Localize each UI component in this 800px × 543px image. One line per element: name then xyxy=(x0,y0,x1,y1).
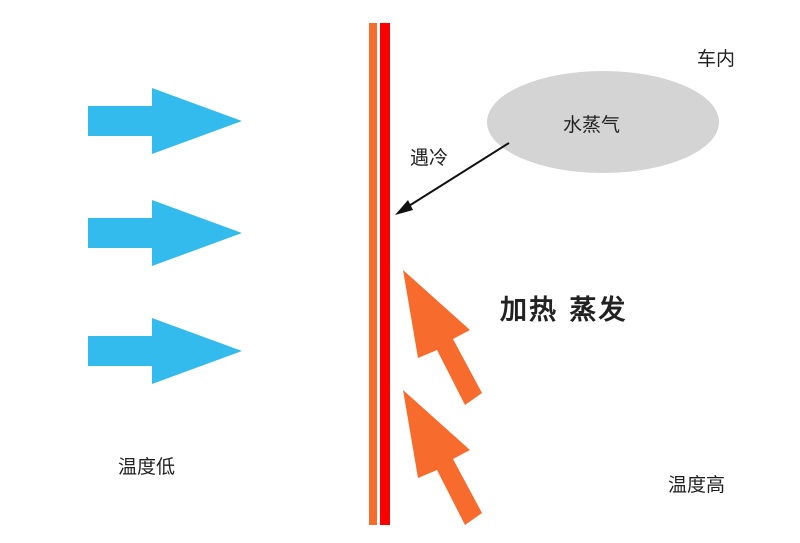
low-temperature-label: 温度低 xyxy=(118,456,176,478)
heat-arrow-icon xyxy=(403,270,482,405)
heat-evaporate-label: 加热 蒸发 xyxy=(500,295,628,326)
glass-outer-layer xyxy=(369,23,377,525)
cold-arrow-icon xyxy=(88,318,242,384)
water-vapor-label: 水蒸气 xyxy=(563,114,621,136)
window-glass xyxy=(369,23,390,525)
heat-arrow-icon xyxy=(403,390,482,525)
cold-arrow-icon xyxy=(88,88,242,154)
cold-arrow-icon xyxy=(88,200,242,266)
glass-inner-layer xyxy=(380,23,390,525)
high-temperature-label: 温度高 xyxy=(668,474,726,496)
meets-cold-label: 遇冷 xyxy=(410,147,449,169)
heat-arrows xyxy=(403,270,482,525)
car-interior-label: 车内 xyxy=(697,48,736,70)
water-vapor-cloud xyxy=(487,71,719,173)
condensation-arrow-icon xyxy=(395,142,510,215)
cold-arrows xyxy=(88,88,242,384)
